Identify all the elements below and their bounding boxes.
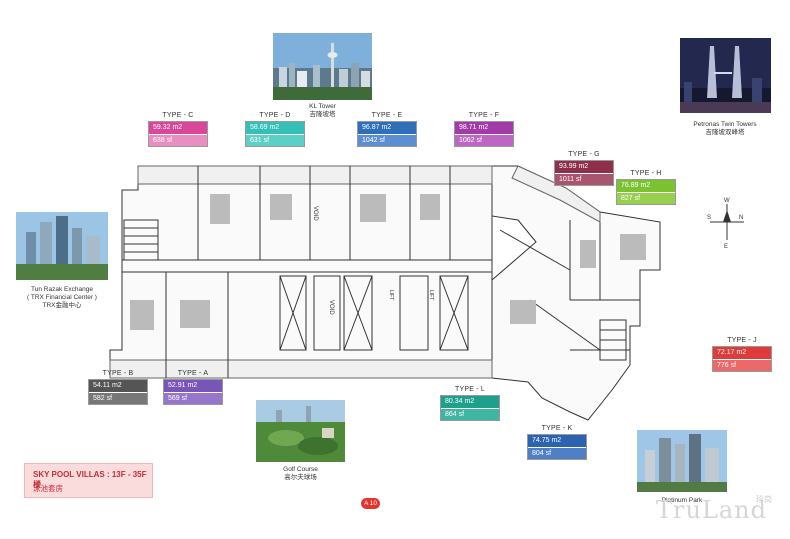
unit-type-j[interactable]: TYPE - J 72.17 m2 776 sf bbox=[712, 337, 772, 372]
void-label-1: VOID bbox=[312, 206, 318, 221]
unit-type-k-name: TYPE - K bbox=[541, 425, 573, 432]
kl-tower-label: KL Tower bbox=[309, 103, 336, 110]
unit-type-l-m2: 80.34 m2 bbox=[441, 396, 499, 408]
unit-type-f-sf: 1062 sf bbox=[455, 134, 513, 146]
sky-pool-villas-cn: 泳池套房 bbox=[33, 484, 63, 493]
unit-type-e[interactable]: TYPE - E 96.87 m2 1042 sf bbox=[357, 112, 417, 147]
sky-pool-villas-title: SKY POOL VILLAS : 13F - 35F 楼 bbox=[33, 470, 147, 489]
unit-type-d-m2: 58.69 m2 bbox=[246, 122, 304, 134]
trx-sublabel: ( TRX Financial Center ) bbox=[27, 294, 97, 301]
unit-type-d-name: TYPE - D bbox=[259, 112, 291, 119]
trx-label-cn: TRX金融中心 bbox=[42, 302, 82, 309]
unit-type-d-sf: 631 sf bbox=[246, 134, 304, 146]
unit-type-c-sf: 638 sf bbox=[149, 134, 207, 146]
petronas-label: Petronas Twin Towers bbox=[693, 121, 757, 128]
unit-type-j-name: TYPE - J bbox=[727, 337, 757, 344]
unit-type-j-m2: 72.17 m2 bbox=[713, 347, 771, 359]
lift-label-1: LIFT bbox=[388, 290, 394, 300]
truland-watermark: TruLand bbox=[656, 496, 768, 524]
unit-type-f-m2: 98.71 m2 bbox=[455, 122, 513, 134]
unit-type-h[interactable]: TYPE - H 76.89 m2 827 sf bbox=[616, 170, 676, 205]
unit-type-f-name: TYPE - F bbox=[468, 112, 500, 119]
sky-pool-villas-box: SKY POOL VILLAS : 13F - 35F 楼 泳池套房 bbox=[24, 463, 153, 498]
unit-type-g-m2: 93.99 m2 bbox=[555, 161, 613, 173]
unit-type-b[interactable]: TYPE - B 54.11 m2 582 sf bbox=[88, 370, 148, 405]
unit-type-a-sf: 569 sf bbox=[164, 392, 222, 404]
unit-type-k-m2: 74.75 m2 bbox=[528, 435, 586, 447]
trx-label: Tun Razak Exchange bbox=[31, 286, 93, 293]
truland-watermark-cn: 珍岗 bbox=[756, 495, 772, 504]
petronas-label-cn: 吉隆坡双峰塔 bbox=[705, 129, 745, 136]
trx-photo bbox=[16, 212, 108, 280]
kl-tower-photo bbox=[273, 33, 372, 100]
unit-type-l[interactable]: TYPE - L 80.34 m2 864 sf bbox=[440, 386, 500, 421]
unit-type-g-name: TYPE - G bbox=[568, 151, 600, 158]
compass-e: E bbox=[724, 244, 728, 248]
golf-label-cn: 高尔夫球场 bbox=[284, 474, 317, 481]
unit-type-e-m2: 96.87 m2 bbox=[358, 122, 416, 134]
unit-type-h-name: TYPE - H bbox=[630, 170, 662, 177]
unit-type-l-name: TYPE - L bbox=[455, 386, 485, 393]
lift-label-2: LIFT bbox=[428, 290, 434, 300]
unit-type-l-sf: 864 sf bbox=[441, 408, 499, 420]
unit-type-h-sf: 827 sf bbox=[617, 192, 675, 204]
unit-type-d[interactable]: TYPE - D 58.69 m2 631 sf bbox=[245, 112, 305, 147]
unit-type-g-sf: 1011 sf bbox=[555, 173, 613, 185]
page-number-badge: A 10 bbox=[361, 498, 380, 509]
platinum-label: Platinum Park bbox=[661, 497, 703, 504]
unit-type-a-name: TYPE - A bbox=[177, 370, 209, 377]
kl-tower-label-cn: 吉隆坡塔 bbox=[309, 111, 336, 118]
void-label-2: VOID bbox=[328, 300, 334, 315]
unit-type-j-sf: 776 sf bbox=[713, 359, 771, 371]
petronas-photo bbox=[680, 38, 771, 113]
unit-type-b-sf: 582 sf bbox=[89, 392, 147, 404]
unit-type-h-m2: 76.89 m2 bbox=[617, 180, 675, 192]
compass-s: S bbox=[707, 215, 711, 221]
unit-type-f[interactable]: TYPE - F 98.71 m2 1062 sf bbox=[454, 112, 514, 147]
unit-type-g[interactable]: TYPE - G 93.99 m2 1011 sf bbox=[554, 151, 614, 186]
golf-label: Golf Course bbox=[283, 466, 318, 473]
unit-type-b-m2: 54.11 m2 bbox=[89, 380, 147, 392]
unit-type-c[interactable]: TYPE - C 59.32 m2 638 sf bbox=[148, 112, 208, 147]
compass-w: W bbox=[724, 198, 730, 204]
unit-type-k[interactable]: TYPE - K 74.75 m2 804 sf bbox=[527, 425, 587, 460]
floor-plan: VOID VOID LIFT LIFT bbox=[109, 165, 661, 421]
unit-type-a-m2: 52.91 m2 bbox=[164, 380, 222, 392]
unit-type-e-sf: 1042 sf bbox=[358, 134, 416, 146]
unit-type-k-sf: 804 sf bbox=[528, 447, 586, 459]
unit-type-b-name: TYPE - B bbox=[102, 370, 134, 377]
golf-photo bbox=[256, 400, 345, 462]
unit-type-a[interactable]: TYPE - A 52.91 m2 569 sf bbox=[163, 370, 223, 405]
platinum-photo bbox=[637, 430, 727, 492]
unit-type-e-name: TYPE - E bbox=[371, 112, 403, 119]
compass-icon: N S E W bbox=[707, 198, 744, 248]
compass-n: N bbox=[739, 215, 743, 221]
unit-type-c-name: TYPE - C bbox=[162, 112, 194, 119]
unit-type-c-m2: 59.32 m2 bbox=[149, 122, 207, 134]
